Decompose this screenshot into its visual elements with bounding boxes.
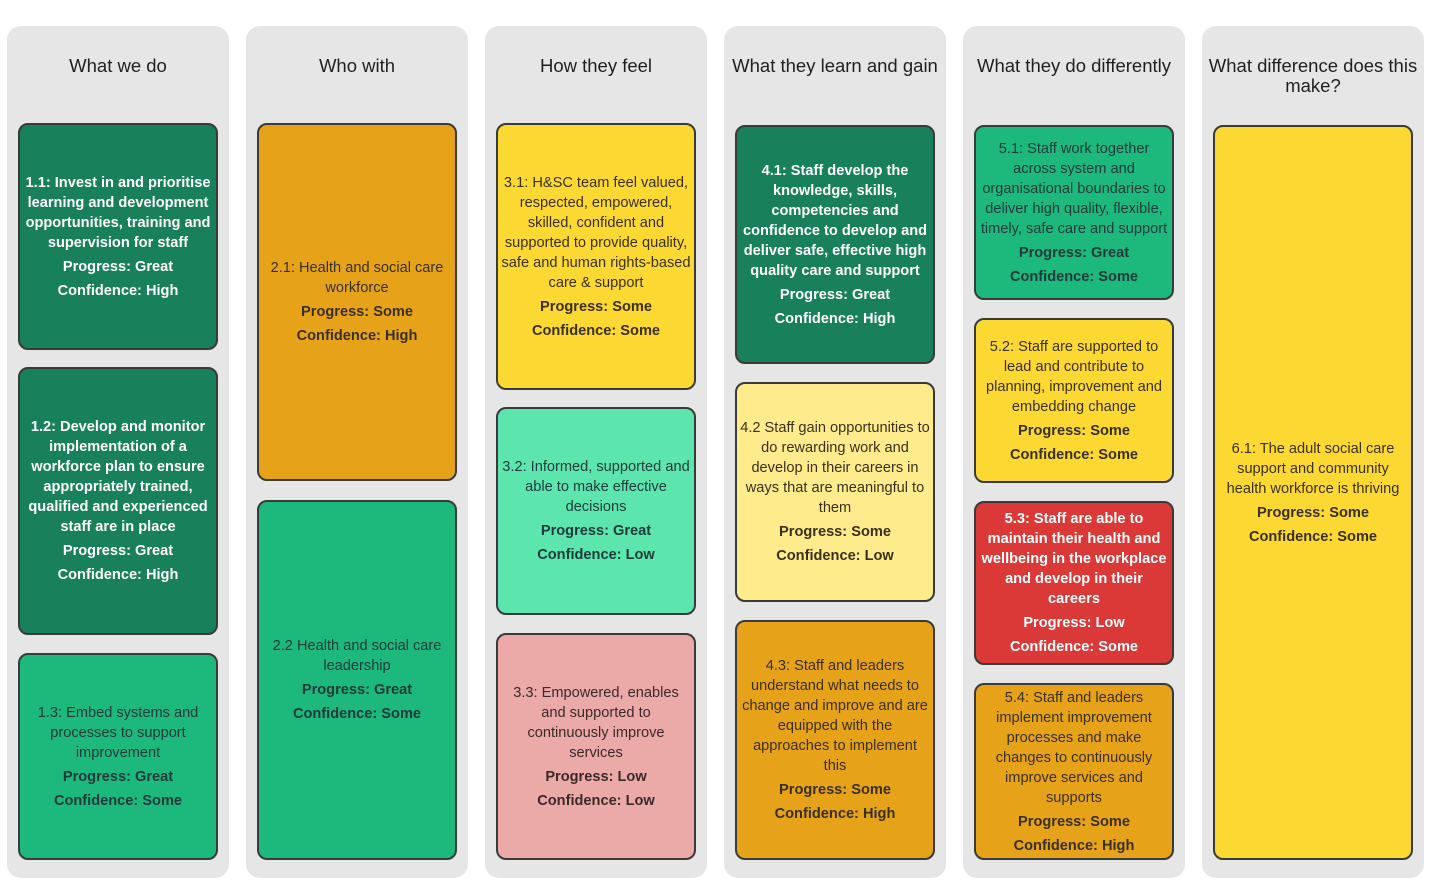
card-progress: Progress: Some bbox=[779, 782, 891, 798]
card-text: 1.1: Invest in and prioritise learning a… bbox=[25, 174, 211, 251]
card-text: 2.2 Health and social care leadership bbox=[272, 638, 442, 674]
card-confidence: Confidence: Low bbox=[776, 548, 894, 564]
outcome-card-2-1: 2.1: Health and social care workforce Pr… bbox=[257, 123, 457, 481]
card-text: 3.2: Informed, supported and able to mak… bbox=[502, 459, 690, 515]
outcome-card-3-1: 3.1: H&SC team feel valued, respected, e… bbox=[496, 123, 696, 390]
card-text: 2.1: Health and social care workforce bbox=[270, 260, 444, 296]
card-text: 5.2: Staff are supported to lead and con… bbox=[985, 338, 1163, 415]
card-progress: Progress: Some bbox=[1018, 813, 1130, 830]
outcome-card-4-1: 4.1: Staff develop the knowledge, skills… bbox=[735, 125, 935, 364]
card-progress: Progress: Some bbox=[779, 524, 891, 540]
card-confidence: Confidence: Some bbox=[1009, 446, 1139, 463]
outcome-card-4-3: 4.3: Staff and leaders understand what n… bbox=[735, 620, 935, 860]
card-progress: Progress: Great bbox=[301, 682, 413, 698]
outcome-card-5-1: 5.1: Staff work together across system a… bbox=[974, 125, 1174, 300]
outcome-card-4-2: 4.2 Staff gain opportunities to do rewar… bbox=[735, 382, 935, 602]
card-confidence: Confidence: Some bbox=[1248, 528, 1378, 545]
card-confidence: Confidence: High bbox=[57, 282, 179, 299]
column-what-they-learn: What they learn and gain 4.1: Staff deve… bbox=[724, 26, 946, 878]
card-text: 5.4: Staff and leaders implement improve… bbox=[995, 689, 1153, 806]
card-progress: Progress: Some bbox=[540, 298, 652, 315]
outcome-card-6-1: 6.1: The adult social care support and c… bbox=[1213, 125, 1413, 860]
card-progress: Progress: Some bbox=[1257, 504, 1369, 521]
card-confidence: Confidence: Some bbox=[531, 322, 661, 339]
outcome-card-5-2: 5.2: Staff are supported to lead and con… bbox=[974, 318, 1174, 483]
card-text: 3.3: Empowered, enables and supported to… bbox=[513, 684, 679, 761]
card-confidence: Confidence: High bbox=[774, 806, 896, 822]
card-text: 1.3: Embed systems and processes to supp… bbox=[37, 704, 199, 761]
column-title: What they learn and gain bbox=[732, 55, 938, 76]
outcome-card-1-3: 1.3: Embed systems and processes to supp… bbox=[18, 653, 218, 860]
card-progress: Progress: Great bbox=[62, 258, 174, 275]
card-confidence: Confidence: High bbox=[57, 567, 179, 583]
card-progress: Progress: Great bbox=[62, 543, 174, 559]
card-text: 3.1: H&SC team feel valued, respected, e… bbox=[501, 174, 691, 291]
card-progress: Progress: Great bbox=[62, 768, 174, 785]
card-progress: Progress: Great bbox=[779, 286, 891, 303]
outcome-card-1-2: 1.2: Develop and monitor implementation … bbox=[18, 367, 218, 635]
card-text: 4.3: Staff and leaders understand what n… bbox=[742, 658, 928, 774]
card-text: 1.2: Develop and monitor implementation … bbox=[28, 419, 208, 535]
card-text: 5.1: Staff work together across system a… bbox=[980, 140, 1168, 237]
card-confidence: Confidence: Some bbox=[1009, 268, 1139, 285]
column-title: What they do differently bbox=[976, 55, 1171, 76]
column-title: What difference does this make? bbox=[1208, 55, 1418, 96]
card-progress: Progress: Low bbox=[1023, 615, 1125, 631]
outcome-card-3-3: 3.3: Empowered, enables and supported to… bbox=[496, 633, 696, 860]
outcome-card-5-3: 5.3: Staff are able to maintain their he… bbox=[974, 501, 1174, 665]
card-progress: Progress: Low bbox=[545, 768, 647, 785]
card-text: 6.1: The adult social care support and c… bbox=[1226, 440, 1400, 497]
column-who-with: Who with 2.1: Health and social care wor… bbox=[246, 26, 468, 878]
card-confidence: Confidence: Some bbox=[1009, 639, 1139, 655]
card-text: 4.2 Staff gain opportunities to do rewar… bbox=[740, 420, 930, 516]
card-confidence: Confidence: High bbox=[774, 310, 896, 327]
card-confidence: Confidence: Some bbox=[292, 706, 422, 722]
card-confidence: Confidence: High bbox=[296, 328, 418, 344]
column-title: How they feel bbox=[539, 55, 653, 76]
outcome-card-1-1: 1.1: Invest in and prioritise learning a… bbox=[18, 123, 218, 350]
column-what-difference: What difference does this make? 6.1: The… bbox=[1202, 26, 1424, 878]
column-what-we-do: What we do 1.1: Invest in and prioritise… bbox=[7, 26, 229, 878]
column-what-they-do-differently: What they do differently 5.1: Staff work… bbox=[963, 26, 1185, 878]
card-text: 4.1: Staff develop the knowledge, skills… bbox=[742, 162, 928, 279]
column-title: What we do bbox=[69, 55, 167, 76]
card-confidence: Confidence: High bbox=[1013, 837, 1135, 854]
outcome-card-5-4: 5.4: Staff and leaders implement improve… bbox=[974, 683, 1174, 860]
column-title: Who with bbox=[318, 55, 396, 76]
card-confidence: Confidence: Low bbox=[537, 792, 655, 809]
card-progress: Progress: Some bbox=[1018, 422, 1130, 439]
card-confidence: Confidence: Some bbox=[53, 792, 183, 809]
card-progress: Progress: Some bbox=[301, 304, 413, 320]
card-text: 5.3: Staff are able to maintain their he… bbox=[981, 511, 1167, 607]
outcome-card-3-2: 3.2: Informed, supported and able to mak… bbox=[496, 407, 696, 615]
outcome-card-2-2: 2.2 Health and social care leadership Pr… bbox=[257, 500, 457, 860]
card-progress: Progress: Great bbox=[1018, 244, 1130, 261]
card-confidence: Confidence: Low bbox=[537, 547, 655, 563]
card-progress: Progress: Great bbox=[540, 523, 652, 539]
column-how-they-feel: How they feel 3.1: H&SC team feel valued… bbox=[485, 26, 707, 878]
